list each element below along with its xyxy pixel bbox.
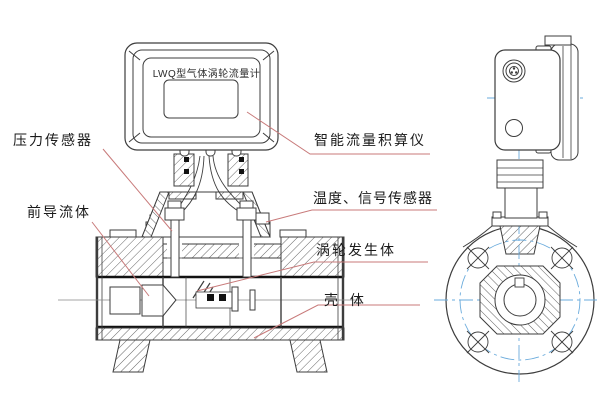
left-foot <box>112 339 151 373</box>
label-temp-signal-sensor: 温度、信号传感器 <box>313 190 433 206</box>
keyway <box>514 277 525 288</box>
flow-straightener <box>109 286 141 315</box>
side-view <box>434 35 597 382</box>
leader-lines <box>91 111 437 339</box>
label-shell: 壳 体 <box>324 292 368 308</box>
guide-cone <box>141 284 177 317</box>
head-side <box>494 35 579 161</box>
label-front-flow-guide: 前导流体 <box>27 204 91 220</box>
signal-fitting <box>255 212 270 225</box>
stem <box>491 159 549 227</box>
right-foot <box>289 339 328 373</box>
bolt-holes <box>466 246 574 354</box>
front-section-view <box>58 42 362 373</box>
label-turbine-generator: 涡轮发生体 <box>316 242 396 258</box>
device-title: LWQ型气体涡轮流量计 <box>152 69 261 80</box>
display-window <box>163 79 239 119</box>
gland-port <box>505 119 523 137</box>
temperature-sensor-assembly <box>236 200 270 278</box>
hub <box>479 265 561 335</box>
pressure-sensor-assembly <box>164 200 185 278</box>
label-pressure-sensor: 压力传感器 <box>13 132 93 148</box>
leader-pressure-sensor <box>102 148 173 232</box>
leader-front-flow-guide <box>91 221 150 297</box>
totalizer-head <box>124 42 279 151</box>
label-smart-totalizer: 智能流量积算仪 <box>314 132 426 148</box>
leader-smart-totalizer <box>246 111 430 155</box>
bore-internals <box>58 277 362 327</box>
adjust-knob-icon <box>502 59 526 83</box>
bolt-circle <box>459 239 581 361</box>
leader-shell <box>253 304 420 339</box>
leader-temp-signal-sensor <box>265 209 437 223</box>
leader-turbine-generator <box>196 261 428 292</box>
